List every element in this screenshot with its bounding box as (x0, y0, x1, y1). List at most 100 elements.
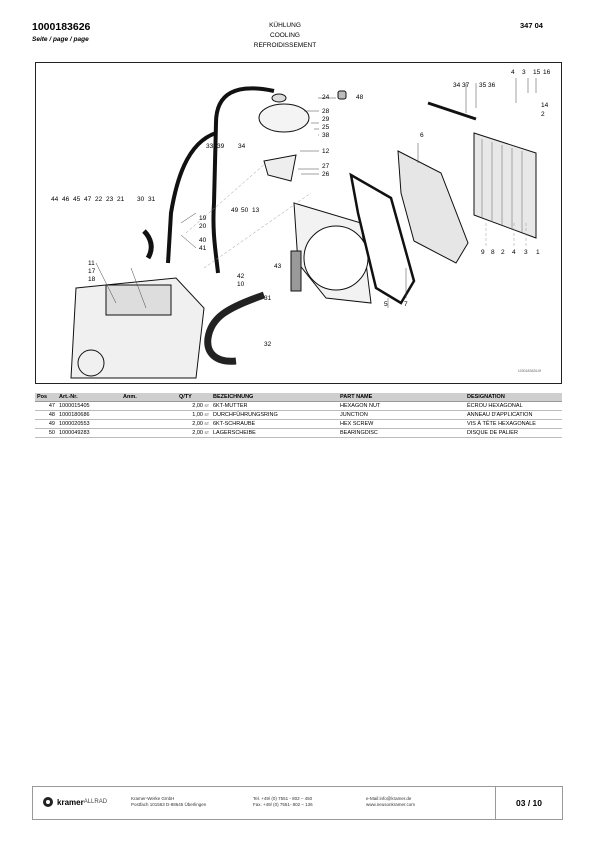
title-german: KÜHLUNG (269, 22, 301, 29)
logo-text: kramer (57, 797, 84, 807)
expansion-tank (258, 103, 310, 133)
document-number: 1000183626 (32, 21, 91, 33)
callout-31-b: 31 (264, 295, 272, 302)
callout-16: 16 (543, 69, 551, 76)
cell-part-name: JUNCTION (338, 410, 465, 420)
cell-designation: VIS À TÊTE HEXAGONALE (465, 419, 562, 429)
qty-value: 2,00 (192, 421, 203, 427)
hose-small (142, 229, 154, 260)
cell-qty: 2,00 ST (177, 401, 211, 411)
cell-art-nr: 1000049283 (57, 428, 121, 438)
hose-thin-right (427, 101, 477, 121)
callout-45: 45 (73, 196, 81, 203)
qty-unit: ST (204, 404, 209, 408)
column-header-anm: Anm. (121, 393, 177, 402)
callout-4-b: 4 (512, 249, 516, 256)
callout-36: 36 (488, 82, 496, 89)
cell-bezeichnung: 6KT-MUTTER (211, 401, 338, 411)
cell-designation: ANNEAU D'APPLICATION (465, 410, 562, 420)
cell-bezeichnung: 6KT-SCHRAUBE (211, 419, 338, 429)
callout-30: 30 (137, 196, 145, 203)
callout-11: 11 (88, 260, 95, 267)
cell-pos: 49 (35, 419, 57, 429)
qty-unit: ST (204, 413, 209, 417)
column-header-art-nr: Art.-Nr. (57, 393, 121, 402)
callout-42: 42 (237, 273, 245, 280)
table-row: 48 1000180686 1,00 ST DURCHFÜHRUNGSRING … (35, 410, 562, 420)
callout-4: 4 (511, 69, 515, 76)
cell-designation: DISQUE DE PALIER (465, 428, 562, 438)
hose-long (166, 131, 217, 264)
tank-cap (271, 93, 287, 103)
company-postbox: Postfach 101563 D-88645 Überlingen (131, 802, 207, 807)
callout-40: 40 (199, 237, 207, 244)
callout-33: 33 (206, 143, 214, 150)
table-header-row: Pos Art.-Nr. Anm. Q/TY BEZEICHNUNG PART … (35, 393, 562, 402)
callout-28: 28 (322, 108, 330, 115)
callout-8: 8 (491, 249, 495, 256)
page-count: 03 / 10 (495, 787, 562, 819)
qty-value: 2,00 (192, 403, 203, 409)
cell-qty: 2,00 ST (177, 428, 211, 438)
qty-value: 2,00 (192, 430, 203, 436)
table-row: 50 1000049283 2,00 ST LAGERSCHEIBE BEARI… (35, 428, 562, 438)
callout-13: 13 (252, 207, 260, 214)
callout-25: 25 (322, 124, 330, 131)
fan-ring (303, 225, 369, 291)
callout-27: 27 (322, 163, 330, 170)
radiator-fins (481, 139, 523, 232)
engine-pulley (77, 349, 105, 377)
contact-online: e-Mail:info@kramer.de www.neusonkramer.c… (366, 796, 415, 808)
hose-lower (204, 291, 266, 365)
title-block: KÜHLUNG COOLING REFROIDISSEMENT (200, 21, 370, 51)
exploded-parts-drawing: 24 48 28 29 25 38 12 27 26 34 37 35 36 4… (35, 62, 562, 384)
cell-part-name: BEARINGDISC (338, 428, 465, 438)
callout-29: 29 (322, 116, 330, 123)
hose-upper (211, 86, 275, 274)
cell-bezeichnung: DURCHFÜHRUNGSRING (211, 410, 338, 420)
cell-designation: ÉCROU HEXAGONAL (465, 401, 562, 411)
website: www.neusonkramer.com (366, 802, 416, 807)
cell-qty: 1,00 ST (177, 410, 211, 420)
title-french: REFROIDISSEMENT (253, 42, 317, 49)
callout-10: 10 (237, 281, 245, 288)
drawing-canvas (70, 78, 537, 379)
cell-anm (121, 419, 177, 429)
cell-bezeichnung: LAGERSCHEIBE (211, 428, 338, 438)
parts-table: Pos Art.-Nr. Anm. Q/TY BEZEICHNUNG PART … (35, 393, 562, 438)
title-english: COOLING (270, 32, 300, 39)
cell-pos: 47 (35, 401, 57, 411)
column-header-designation: DESIGNATION (465, 393, 562, 402)
cell-anm (121, 428, 177, 438)
callout-47: 47 (84, 196, 92, 203)
column-header-bezeichnung: BEZEICHNUNG (211, 393, 338, 402)
callout-3-b: 3 (524, 249, 528, 256)
cell-part-name: HEXAGON NUT (338, 401, 465, 411)
callout-37: 37 (462, 82, 470, 89)
qty-value: 1,00 (192, 412, 203, 418)
qty-unit: ST (204, 422, 209, 426)
callout-41: 41 (199, 245, 207, 252)
page-label: Seite / page / page (32, 36, 89, 43)
column-header-qty: Q/TY (177, 393, 211, 402)
callout-20: 20 (199, 223, 207, 230)
callout-12: 12 (322, 148, 330, 155)
callout-34-b: 34 (238, 143, 246, 150)
email: e-Mail:info@kramer.de (366, 796, 412, 801)
callout-43: 43 (274, 263, 282, 270)
cover-plate (397, 150, 469, 264)
callout-9: 9 (481, 249, 485, 256)
cell-art-nr: 1000180686 (57, 410, 121, 420)
callout-2-b: 2 (501, 249, 505, 256)
seal-strip (290, 250, 302, 292)
callout-18: 18 (88, 276, 96, 283)
cell-pos: 48 (35, 410, 57, 420)
callout-49: 49 (231, 207, 239, 214)
column-header-part-name: PART NAME (338, 393, 465, 402)
cell-qty: 2,00 ST (177, 419, 211, 429)
callout-23: 23 (106, 196, 114, 203)
contact-phone: Tel. +49/ (0) 7551 - 802 – 450 Fax. +49/… (253, 796, 313, 808)
table-row: 49 1000020553 2,00 ST 6KT-SCHRAUBE HEX S… (35, 419, 562, 429)
